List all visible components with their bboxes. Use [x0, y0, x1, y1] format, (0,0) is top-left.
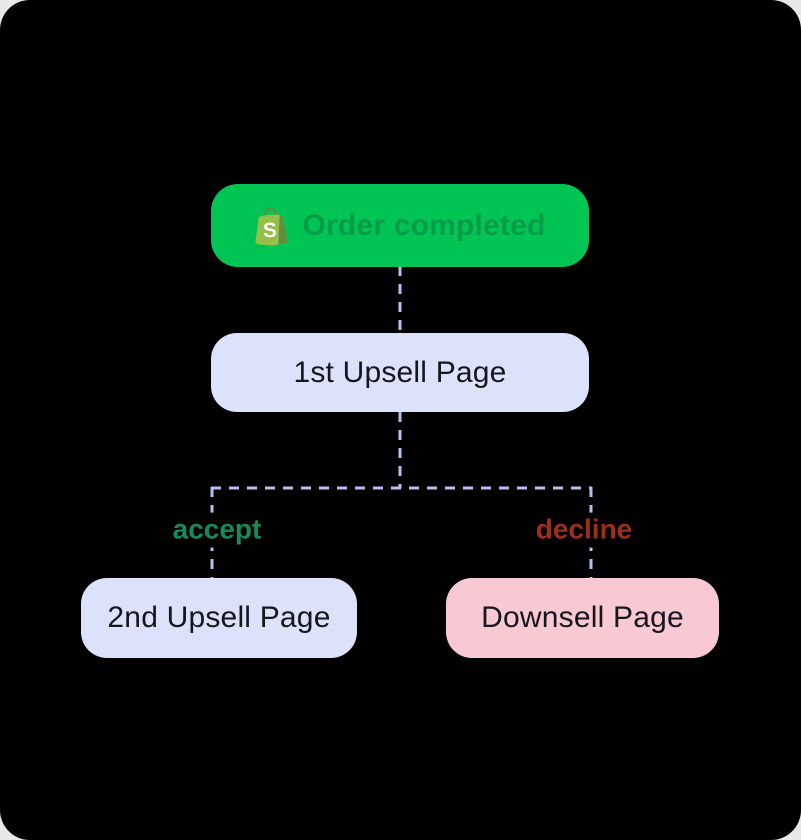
- edge-label-decline: decline: [527, 512, 641, 548]
- shopify-letter: S: [263, 218, 278, 241]
- node-second-upsell-page[interactable]: 2nd Upsell Page: [81, 578, 357, 658]
- node-label-order-completed: Order completed: [302, 208, 546, 242]
- node-label-second-upsell-page: 2nd Upsell Page: [107, 601, 331, 634]
- shopify-bag-icon: S: [255, 206, 289, 245]
- node-order-completed[interactable]: S Order completed: [211, 184, 589, 267]
- node-label-downsell-page: Downsell Page: [481, 601, 684, 634]
- node-first-upsell-page[interactable]: 1st Upsell Page: [211, 333, 589, 412]
- node-label-first-upsell-page: 1st Upsell Page: [293, 355, 507, 389]
- edge-label-accept: accept: [164, 512, 270, 548]
- node-downsell-page[interactable]: Downsell Page: [446, 578, 719, 658]
